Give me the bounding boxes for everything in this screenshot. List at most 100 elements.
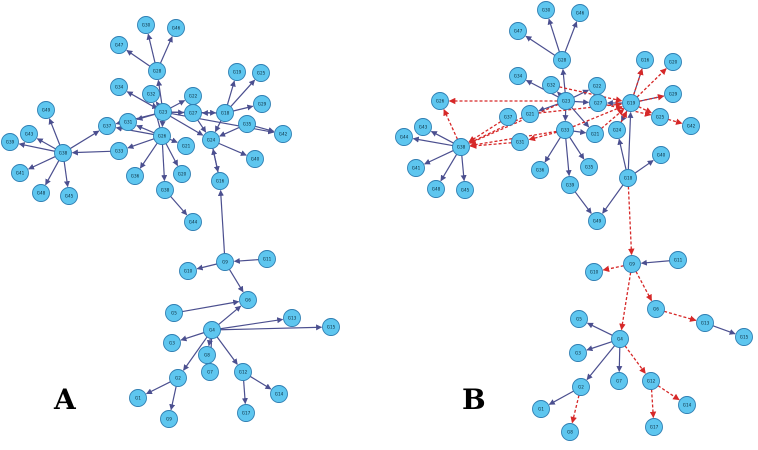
- dashed-edge-b-G4-G12: [625, 346, 645, 374]
- dashed-edge-b-G19-G25: [639, 107, 652, 113]
- node-b-g2: G2: [573, 379, 590, 396]
- edge-b-G18-G19: [628, 112, 630, 169]
- node-label: G27: [189, 111, 198, 116]
- edge-b-G23-G27: [574, 102, 588, 103]
- edge-b-G28-G47: [526, 36, 555, 55]
- node-label: G42: [687, 124, 696, 129]
- node-b-g39: G39: [562, 177, 579, 194]
- edge-a-G26-G21: [170, 139, 177, 142]
- node-a-g32: G32: [143, 86, 160, 103]
- dashed-edge-b-G38-G26: [444, 110, 458, 140]
- node-label: G49: [42, 108, 51, 113]
- edge-a-G26-G36: [140, 143, 157, 168]
- edge-a-G12-G14: [250, 376, 271, 389]
- edge-a-G26-G33: [128, 139, 154, 148]
- panel-label-b: B: [462, 383, 486, 416]
- node-label: G12: [647, 379, 656, 384]
- dashed-edge-b-G19-G20: [637, 69, 666, 97]
- node-label: G41: [412, 166, 421, 171]
- node-b-g3: G3: [570, 345, 587, 362]
- node-label: G44: [400, 135, 409, 140]
- node-a-g17: G17: [238, 405, 255, 422]
- node-label: G3: [575, 351, 581, 356]
- node-label: G15: [740, 335, 749, 340]
- edge-b-G23-G21: [539, 104, 558, 111]
- edge-b-G23-G28: [563, 69, 565, 92]
- node-b-g15: G15: [736, 329, 753, 346]
- node-label: G39: [566, 183, 575, 188]
- node-a-g20: G20: [174, 166, 191, 183]
- node-a-g7: G7: [202, 364, 219, 381]
- edge-a-G9-G16: [221, 190, 225, 253]
- edge-a-G16-G24: [213, 149, 218, 172]
- node-label: G11: [674, 258, 683, 263]
- edge-a-G28-G30: [148, 34, 155, 62]
- node-a-g37: G37: [99, 118, 116, 135]
- node-b-g7: G7: [611, 373, 628, 390]
- edge-a-G38-G49: [49, 119, 59, 145]
- edge-b-G4-G5: [588, 323, 613, 335]
- node-b-g18: G18: [620, 170, 637, 187]
- node-label: G39: [6, 140, 15, 145]
- node-label: G47: [115, 43, 124, 48]
- node-a-g49: G49: [38, 102, 55, 119]
- node-label: G30: [142, 23, 151, 28]
- node-label: G38: [161, 188, 170, 193]
- node-label: G41: [16, 171, 25, 176]
- edge-b-G13-G15: [713, 326, 735, 334]
- node-label: G36: [131, 174, 140, 179]
- node-b-g13: G13: [697, 315, 714, 332]
- edge-b-G33-G35: [570, 137, 584, 159]
- node-label: G32: [547, 83, 556, 88]
- node-a-g10: G10: [180, 263, 197, 280]
- node-label: G19: [233, 70, 242, 75]
- node-b-g12: G12: [643, 373, 660, 390]
- node-a-g18: G18: [217, 105, 234, 122]
- node-a-g34: G34: [111, 79, 128, 96]
- node-b-g17: G17: [646, 419, 663, 436]
- dashed-edge-b-G9-G6: [636, 272, 652, 301]
- dashed-edge-b-G6-G13: [664, 311, 696, 320]
- edges-layer: [19, 19, 735, 423]
- dashed-edge-b-G12-G14: [658, 386, 679, 400]
- node-label: G10: [184, 269, 193, 274]
- node-label: G28: [153, 69, 162, 74]
- edge-b-G18-G40: [635, 160, 653, 173]
- node-label: G21: [591, 132, 600, 137]
- node-b-g22: G22: [589, 78, 606, 95]
- node-label: G2: [175, 376, 181, 381]
- node-a-g27: G27: [185, 105, 202, 122]
- node-label: G26: [436, 99, 445, 104]
- node-b-g5: G5: [571, 311, 588, 328]
- node-a-g1: G1: [130, 390, 147, 407]
- node-label: G45: [461, 188, 470, 193]
- node-label: G49: [593, 219, 602, 224]
- node-label: G48: [432, 187, 441, 192]
- node-label: G16: [641, 58, 650, 63]
- edge-a-G23-G22: [171, 100, 185, 108]
- node-b-g49: G49: [589, 213, 606, 230]
- node-label: G2: [578, 385, 584, 390]
- node-b-g6: G6: [648, 301, 665, 318]
- edge-a-G5-G6: [182, 302, 238, 312]
- node-label: G27: [594, 101, 603, 106]
- node-b-g4: G4: [612, 331, 629, 348]
- node-label: G28: [558, 58, 567, 63]
- edge-a-G28-G47: [127, 50, 150, 66]
- node-b-g32: G32: [543, 77, 560, 94]
- edge-b-G18-G49: [603, 185, 623, 213]
- node-label: G34: [115, 85, 124, 90]
- edge-b-G38-G41: [425, 151, 454, 164]
- node-a-g45: G45: [61, 188, 78, 205]
- node-label: G24: [613, 128, 622, 133]
- node-label: G15: [327, 325, 336, 330]
- node-label: G4: [617, 337, 623, 342]
- node-label: G14: [683, 403, 692, 408]
- node-label: G31: [516, 140, 525, 145]
- node-a-g13: G13: [284, 310, 301, 327]
- node-a-g22: G22: [185, 88, 202, 105]
- node-label: G44: [189, 220, 198, 225]
- dashed-edge-b-G9-G10: [603, 266, 623, 270]
